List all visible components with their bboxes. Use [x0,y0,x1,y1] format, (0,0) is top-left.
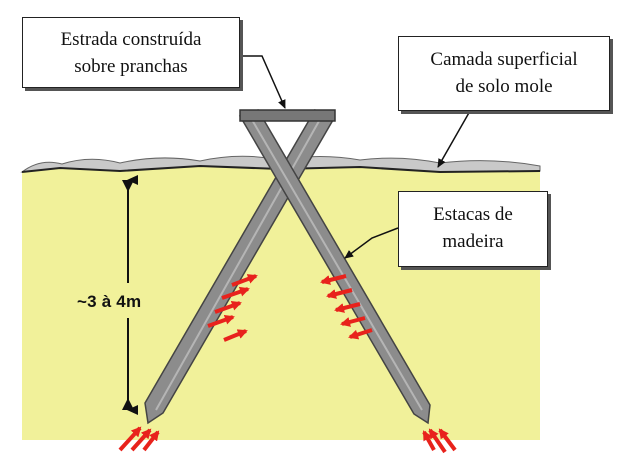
piles-callout: Estacas de madeira [398,191,548,267]
soft-soil-label-line-1: Camada superficial [430,49,578,70]
leader-road [240,55,286,109]
plank-road [239,109,336,122]
road-label-line-2: sobre pranchas [74,56,188,77]
piles-label-line-1: Estacas de [433,204,513,225]
pressure-arrows-left [207,274,258,342]
road-callout: Estrada construída sobre pranchas [22,17,240,88]
soft-soil-callout: Camada superficial de solo mole [398,36,610,111]
tip-arrows-left [118,426,160,452]
pressure-arrows-right [320,274,373,340]
depth-label: ~3 à 4m [77,292,142,311]
leader-soft-soil [437,110,471,168]
leader-piles [344,227,399,259]
piles-label-line-2: madeira [442,231,504,252]
road-label-line-1: Estrada construída [60,29,202,50]
tip-arrows-right [422,428,457,454]
soft-soil-label-line-2: de solo mole [455,76,553,97]
depth-dimension [122,175,138,415]
ground-line [21,164,541,174]
